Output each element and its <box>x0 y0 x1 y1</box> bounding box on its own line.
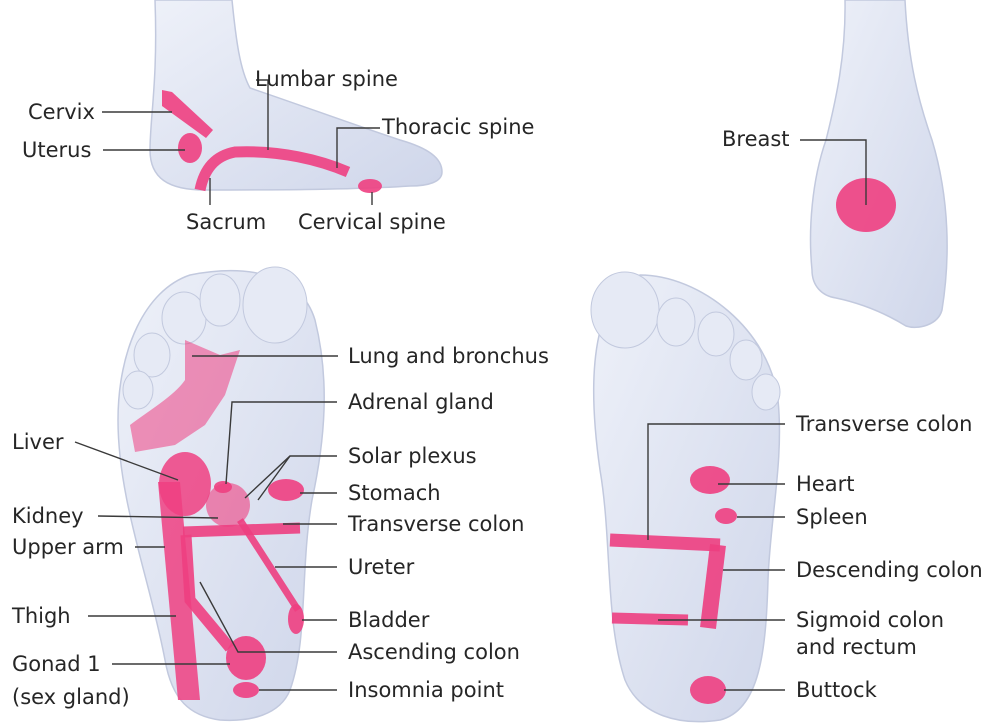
label-thoracic-spine: Thoracic spine <box>382 114 534 140</box>
label-insomnia-point: Insomnia point <box>348 677 504 703</box>
gonad-zone <box>226 636 266 680</box>
adrenal-zone <box>214 481 232 493</box>
label-cervix: Cervix <box>28 99 95 125</box>
label-ascending-colon: Ascending colon <box>348 639 520 665</box>
heart-zone <box>690 466 730 494</box>
label-sacrum: Sacrum <box>186 209 266 235</box>
label-transverse-colon: Transverse colon <box>348 511 524 537</box>
label-breast: Breast <box>722 126 790 152</box>
label-kidney: Kidney <box>12 503 84 529</box>
label-sigmoid-colon: Sigmoid colon <box>796 607 944 633</box>
label-solar-plexus: Solar plexus <box>348 443 477 469</box>
label-heart: Heart <box>796 471 854 497</box>
uterus-zone <box>178 133 202 163</box>
label-bladder: Bladder <box>348 607 429 633</box>
label-adrenal-gland: Adrenal gland <box>348 389 494 415</box>
label-and-rectum: and rectum <box>796 634 917 660</box>
spleen-zone <box>715 508 737 524</box>
label-sex-gland: (sex gland) <box>12 684 130 710</box>
label-uterus: Uterus <box>22 137 91 163</box>
label-spleen: Spleen <box>796 504 868 530</box>
buttock-zone <box>690 676 726 704</box>
label-right-transverse-colon: Transverse colon <box>796 411 972 437</box>
bladder-zone <box>288 604 304 634</box>
right-sole-foot <box>591 272 780 722</box>
cervical-spine-zone <box>358 179 382 193</box>
label-lumbar-spine: Lumbar spine <box>255 66 398 92</box>
label-stomach: Stomach <box>348 480 441 506</box>
label-buttock: Buttock <box>796 677 877 703</box>
label-upper-arm: Upper arm <box>12 534 124 560</box>
label-lung-bronchus: Lung and bronchus <box>348 343 549 369</box>
label-ureter: Ureter <box>348 554 414 580</box>
descending-colon-zone <box>708 545 718 628</box>
right-transverse-colon-zone <box>610 540 720 545</box>
side-view-foot <box>150 0 442 193</box>
insomnia-zone <box>233 682 259 698</box>
label-cervical-spine: Cervical spine <box>298 209 446 235</box>
label-descending-colon: Descending colon <box>796 557 983 583</box>
label-thigh: Thigh <box>12 603 71 629</box>
stomach-zone <box>268 479 304 501</box>
label-gonad: Gonad 1 <box>12 651 101 677</box>
top-view-foot <box>811 0 948 327</box>
label-liver: Liver <box>12 429 64 455</box>
